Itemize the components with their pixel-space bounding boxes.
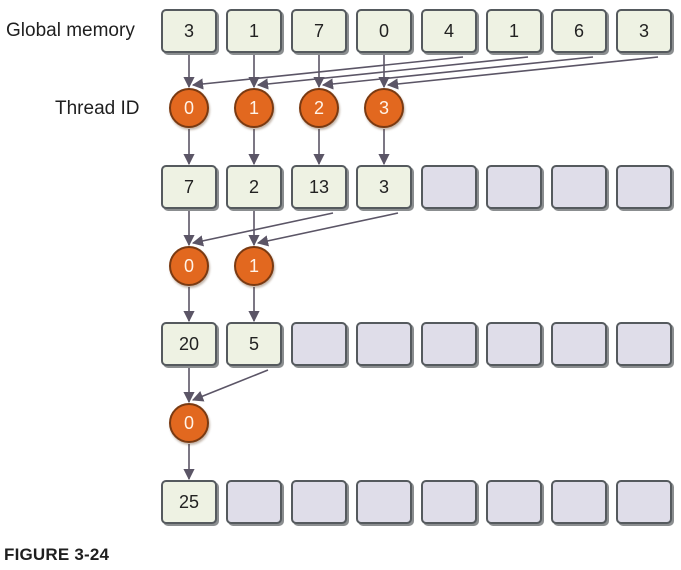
empty-cell bbox=[486, 480, 542, 524]
memory-cell: 4 bbox=[421, 9, 477, 53]
arrow bbox=[256, 56, 529, 90]
empty-cell bbox=[356, 480, 412, 524]
empty-cell bbox=[486, 165, 542, 209]
memory-cell: 0 bbox=[356, 9, 412, 53]
memory-cell: 25 bbox=[161, 480, 217, 524]
memory-cell: 13 bbox=[291, 165, 347, 209]
memory-cell: 1 bbox=[486, 9, 542, 53]
memory-cell: 3 bbox=[161, 9, 217, 53]
thread-id-label: Thread ID bbox=[55, 98, 140, 119]
empty-cell bbox=[486, 322, 542, 366]
memory-cell: 3 bbox=[356, 165, 412, 209]
empty-cell bbox=[421, 165, 477, 209]
thread-node: 1 bbox=[234, 88, 274, 128]
thread-node: 3 bbox=[364, 88, 404, 128]
arrow bbox=[386, 56, 659, 90]
empty-cell bbox=[291, 322, 347, 366]
arrow bbox=[256, 212, 399, 247]
memory-cell: 20 bbox=[161, 322, 217, 366]
empty-cell bbox=[551, 322, 607, 366]
thread-node: 0 bbox=[169, 88, 209, 128]
global-memory-label: Global memory bbox=[6, 20, 135, 41]
empty-cell bbox=[291, 480, 347, 524]
memory-cell: 3 bbox=[616, 9, 672, 53]
arrow bbox=[191, 56, 464, 90]
memory-cell: 5 bbox=[226, 322, 282, 366]
memory-cell: 7 bbox=[161, 165, 217, 209]
empty-cell bbox=[616, 322, 672, 366]
memory-cell: 1 bbox=[226, 9, 282, 53]
arrow bbox=[191, 369, 269, 402]
memory-cell: 6 bbox=[551, 9, 607, 53]
thread-node: 0 bbox=[169, 246, 209, 286]
empty-cell bbox=[421, 480, 477, 524]
memory-cell: 2 bbox=[226, 165, 282, 209]
thread-node: 1 bbox=[234, 246, 274, 286]
thread-node: 2 bbox=[299, 88, 339, 128]
empty-cell bbox=[616, 480, 672, 524]
empty-cell bbox=[616, 165, 672, 209]
empty-cell bbox=[356, 322, 412, 366]
figure-caption: FIGURE 3-24 bbox=[4, 545, 110, 564]
arrow bbox=[191, 212, 334, 247]
empty-cell bbox=[551, 480, 607, 524]
arrow bbox=[321, 56, 594, 90]
memory-cell: 7 bbox=[291, 9, 347, 53]
empty-cell bbox=[421, 322, 477, 366]
thread-node: 0 bbox=[169, 403, 209, 443]
empty-cell bbox=[551, 165, 607, 209]
empty-cell bbox=[226, 480, 282, 524]
